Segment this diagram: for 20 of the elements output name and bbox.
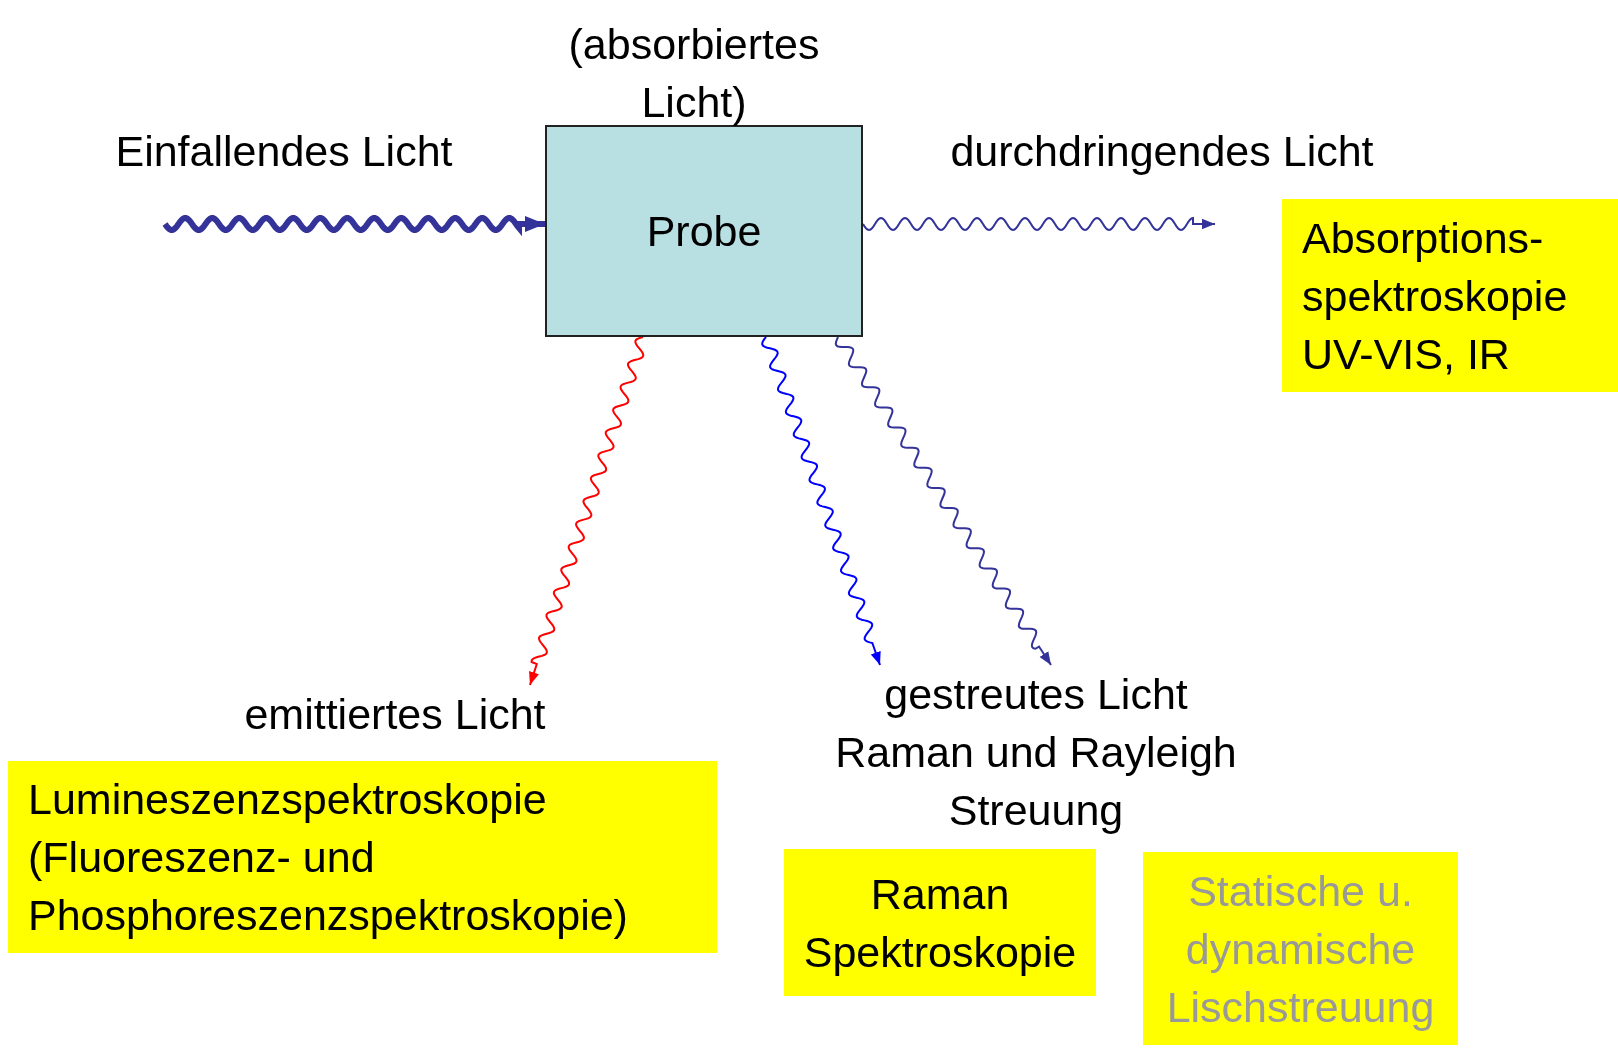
wavy-arrow: [862, 216, 1216, 232]
sample-box: [545, 125, 863, 337]
node-text: Statische u. dynamische Lischstreuung: [1165, 865, 1436, 1033]
method-box: [1282, 199, 1618, 392]
node-text: emittiertes Licht: [243, 689, 547, 740]
node-caption: (absorbiertes Licht): [567, 19, 821, 128]
edge-label: durchdringendes Licht: [949, 126, 1375, 177]
node-text: Raman Spektroskopie: [802, 868, 1078, 978]
edge-label: Einfallendes Licht: [114, 126, 454, 177]
method-box: [1143, 852, 1458, 1045]
node-text: Probe: [645, 206, 763, 257]
node-text: gestreutes Licht Raman und Rayleigh Streuung: [834, 669, 1238, 836]
wavy-arrow: [162, 215, 545, 237]
wavy-arrow: [529, 336, 645, 686]
method-box: [8, 761, 717, 953]
wavy-arrow: [834, 336, 1052, 666]
node-text: Lumineszenzspektroskopie (Fluoreszenz- und Phosphoreszenzspektroskopie): [28, 774, 629, 941]
node-text: Absorptions- spektroskopie UV-VIS, IR: [1302, 212, 1569, 380]
method-box: [784, 849, 1096, 996]
wavy-arrow: [761, 336, 881, 666]
